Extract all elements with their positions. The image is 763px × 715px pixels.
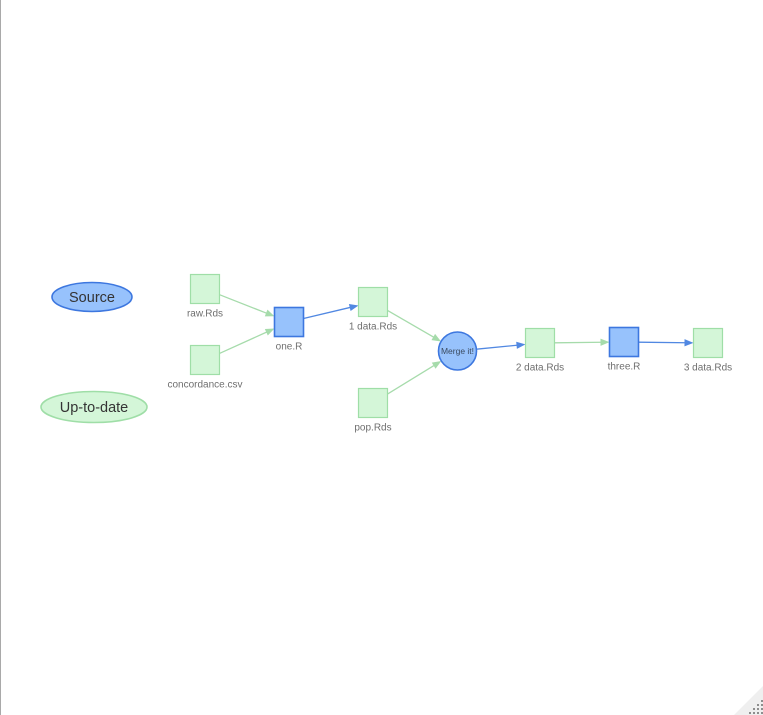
node-shape-square[interactable] <box>608 326 640 358</box>
node-shape-square[interactable] <box>357 286 389 318</box>
graph-node-raw-rds: raw.Rds <box>187 273 223 320</box>
grip-dot-icon <box>753 708 755 710</box>
graph-edge-three-r-to-3-data-rds <box>638 339 694 347</box>
arrowhead-icon <box>431 333 442 342</box>
node-shape-square[interactable] <box>189 344 221 376</box>
node-shape-circle[interactable] <box>437 331 478 371</box>
arrowhead-icon <box>600 338 610 346</box>
graph-node-three-r: three.R <box>608 326 641 373</box>
node-label: Merge it! <box>441 346 474 356</box>
node-label: concordance.csv <box>167 380 242 391</box>
legend-ellipse[interactable] <box>40 390 148 424</box>
graph-node-2-data-rds: 2 data.Rds <box>516 327 564 374</box>
grip-dot-icon <box>757 708 759 710</box>
graph-node-1-data-rds: 1 data.Rds <box>349 286 397 333</box>
node-shape-square[interactable] <box>692 327 724 359</box>
legend-label: Source <box>69 290 115 306</box>
arrowhead-icon <box>684 339 694 347</box>
node-label: three.R <box>608 362 641 373</box>
node-shape-square[interactable] <box>273 306 305 338</box>
grip-dot-icon <box>761 708 763 710</box>
node-label: raw.Rds <box>187 309 223 320</box>
grip-dot-icon <box>757 712 759 714</box>
node-label: pop.Rds <box>354 423 391 434</box>
grip-dot-icon <box>757 704 759 706</box>
graph-edge-one-r-to-1-data-rds <box>303 304 359 320</box>
graph-edge-2-data-rds-to-three-r <box>554 338 610 346</box>
grip-dot-icon <box>761 700 763 702</box>
node-label: one.R <box>276 342 303 353</box>
node-shape-square[interactable] <box>357 387 389 419</box>
graph-node-3-data-rds: 3 data.Rds <box>684 327 732 374</box>
graph-edge-merge-it-to-2-data-rds <box>476 341 526 350</box>
graph-node-concordance-csv: concordance.csv <box>167 344 243 391</box>
grip-dot-icon <box>749 712 751 714</box>
arrowhead-icon <box>348 304 359 312</box>
graph-edge-raw-rds-to-one-r <box>219 294 275 317</box>
node-label: 3 data.Rds <box>684 363 732 374</box>
legend-node-up-to-date: Up-to-date <box>40 390 148 424</box>
graph-node-pop-rds: pop.Rds <box>354 387 392 434</box>
graph-edge-1-data-rds-to-merge-it <box>387 309 442 342</box>
node-label: 1 data.Rds <box>349 322 397 333</box>
graph-edge-concordance-csv-to-one-r <box>219 328 275 355</box>
arrowhead-icon <box>264 309 275 317</box>
grip-dot-icon <box>761 704 763 706</box>
graph-edge-pop-rds-to-merge-it <box>387 360 442 395</box>
legend-ellipse[interactable] <box>51 281 133 313</box>
node-shape-square[interactable] <box>524 327 556 359</box>
node-shape-square[interactable] <box>189 273 221 305</box>
grip-dot-icon <box>761 712 763 714</box>
arrowhead-icon <box>264 328 275 336</box>
legend-node-source: Source <box>51 281 133 313</box>
graph-node-one-r: one.R <box>273 306 305 353</box>
graph-node-merge-it: Merge it! <box>437 331 478 371</box>
arrowhead-icon <box>431 360 442 369</box>
legend-label: Up-to-date <box>60 400 129 416</box>
resize-grip[interactable] <box>734 685 763 715</box>
node-label: 2 data.Rds <box>516 363 564 374</box>
arrowhead-icon <box>516 341 526 349</box>
grip-dot-icon <box>753 712 755 714</box>
